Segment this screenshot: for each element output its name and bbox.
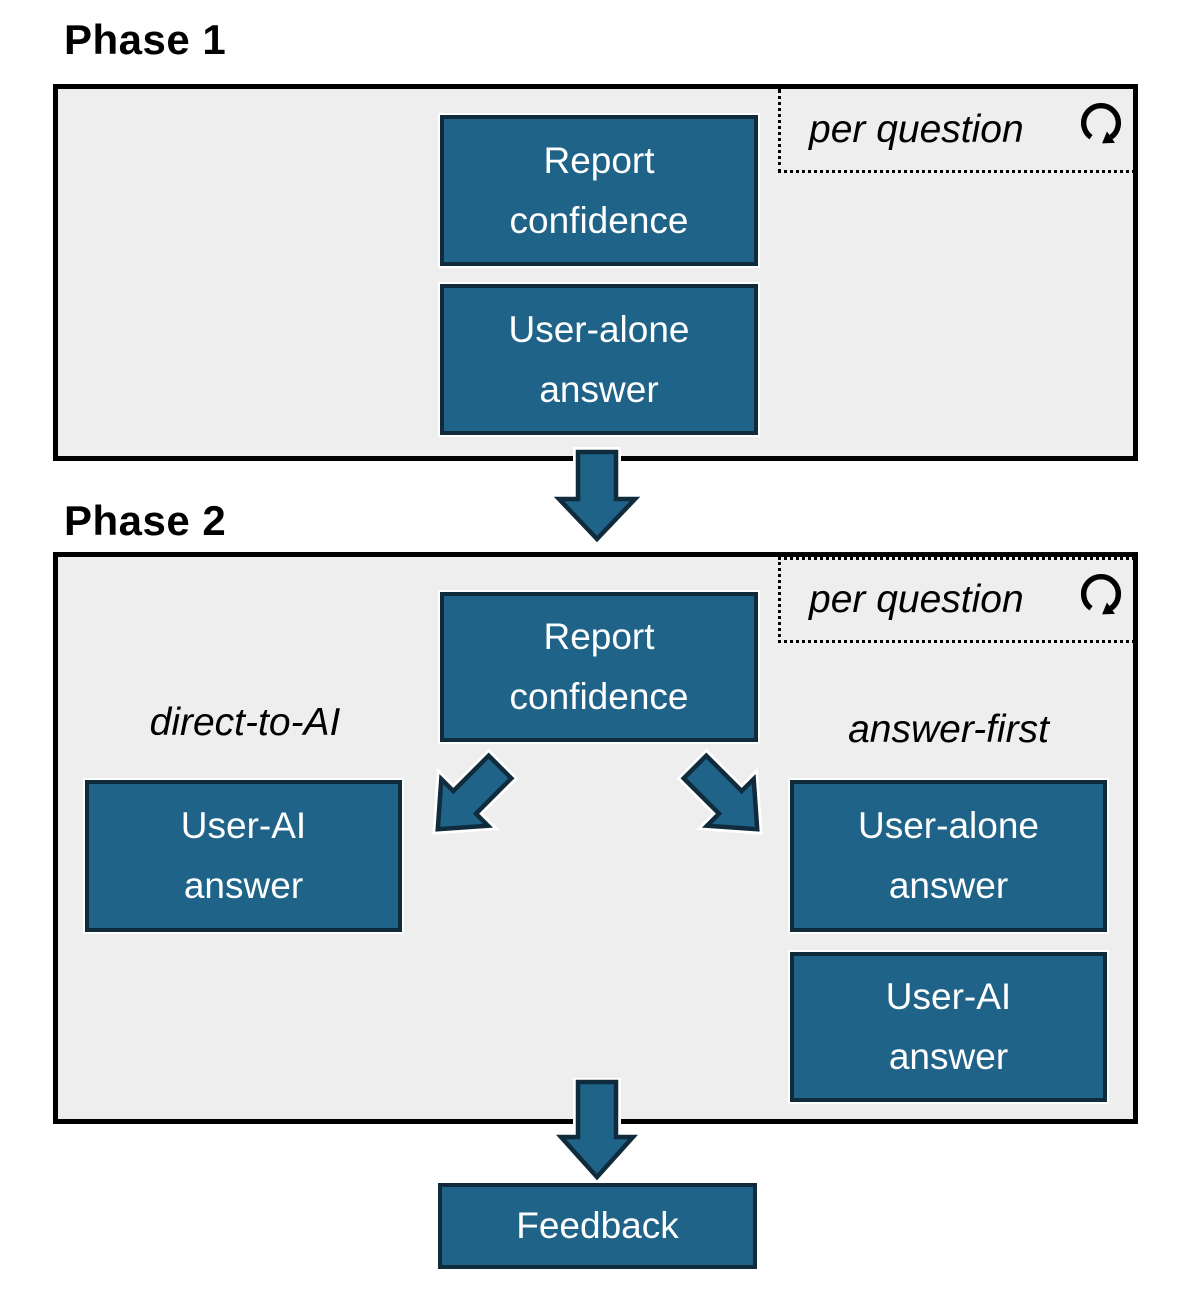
phase2-right-user-alone-answer-box: User-alone answer — [790, 780, 1107, 932]
box-label-line: User-alone — [858, 805, 1039, 846]
phase2-report-confidence-box: Report confidence — [440, 592, 758, 742]
arrow-branch-left-icon — [432, 748, 519, 835]
direct-to-ai-branch-label: direct-to-AI — [149, 701, 341, 744]
phase2-per-question-label: per question — [809, 578, 1024, 621]
phase1-per-question-region: per question — [778, 89, 1135, 173]
phase2-per-question-region: per question — [778, 557, 1135, 643]
phase2-left-user-ai-answer-box: User-AI answer — [85, 780, 402, 932]
box-label-line: Report — [543, 139, 655, 181]
box-label-line: confidence — [509, 199, 689, 241]
phase2-title: Phase 2 — [64, 497, 227, 544]
box-label-line: Report — [543, 616, 655, 657]
phase2-right-user-ai-answer-box: User-AI answer — [790, 952, 1107, 1102]
answer-first-branch-label: answer-first — [848, 708, 1049, 751]
box-label-line: answer — [888, 1036, 1009, 1077]
phase1-title: Phase 1 — [64, 16, 227, 63]
phase1-report-confidence-box: Report confidence — [440, 115, 758, 266]
arrow-down-phase2-to-feedback-icon — [550, 1078, 644, 1182]
phase1-user-alone-answer-box: User-alone answer — [440, 284, 758, 435]
feedback-box: Feedback — [438, 1183, 757, 1269]
box-label-line: answer — [888, 865, 1009, 906]
arrow-down-phase1-to-phase2-icon — [550, 447, 644, 547]
box-label-line: User-AI — [885, 976, 1012, 1017]
loop-repeat-icon — [1080, 102, 1122, 144]
box-label-line: Feedback — [516, 1205, 679, 1246]
box-label-line: answer — [539, 368, 659, 410]
loop-repeat-icon — [1080, 573, 1122, 615]
arrow-branch-right-icon — [676, 748, 763, 835]
box-label-line: User-AI — [180, 805, 307, 846]
phase1-per-question-label: per question — [809, 107, 1024, 151]
box-label-line: confidence — [509, 676, 689, 717]
box-label-line: User-alone — [508, 308, 690, 350]
box-label-line: answer — [183, 865, 304, 906]
